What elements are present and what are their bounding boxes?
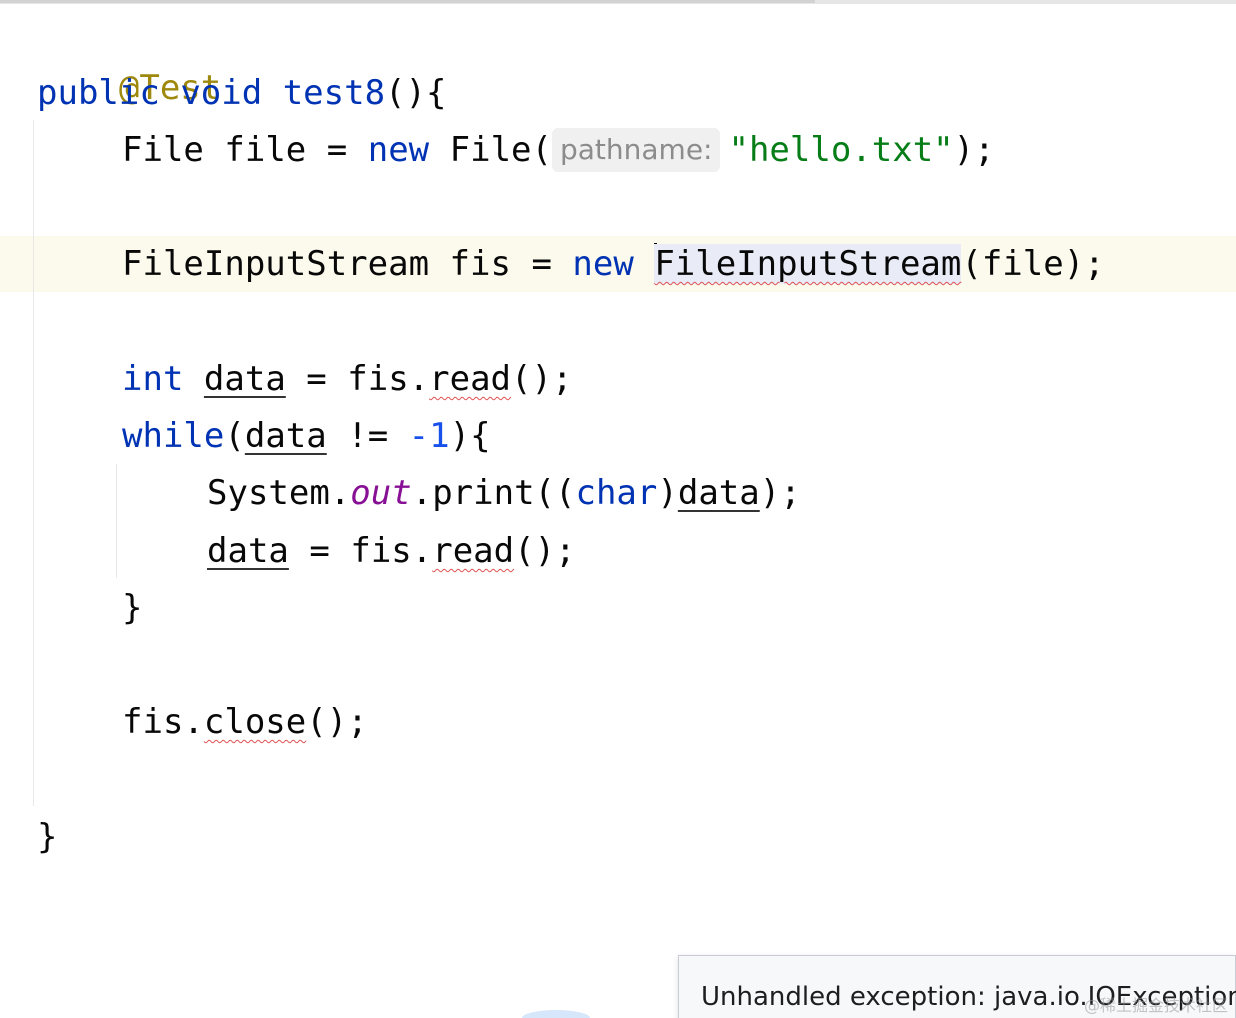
read-call-error[interactable]: read [432,531,515,571]
annotation-token: @Test [118,68,222,108]
statement-end: ); [759,473,801,513]
indent-guide [116,464,117,578]
fileinputstream-constructor-error[interactable]: FileInputStream [654,244,962,284]
variable-data: data [677,473,760,513]
bottom-indicator [522,1010,590,1018]
static-field-out: out [350,473,412,513]
statement-end: ); [953,130,995,170]
close-call-error[interactable]: close [203,702,307,742]
code-line-int-data[interactable]: int data = fis.read(); [122,353,572,405]
code-line-annotation[interactable]: @Test [37,10,221,108]
method-name: test8 [282,73,386,113]
code-line-data-read[interactable]: data = fis.read(); [207,525,576,577]
paren-close: ) [657,473,678,513]
string-literal-path: "hello.txt" [728,130,954,170]
editor-top-border [0,0,1236,4]
current-line-highlight [0,236,1236,292]
code-line-close[interactable]: fis.close(); [122,696,368,748]
keyword-new: new [367,130,430,170]
editor-tab-strip-edge [0,0,815,3]
indent-guide [33,120,34,806]
call-end: (); [306,702,368,742]
assign-operator: = [531,244,552,284]
code-line-method-close[interactable]: } [37,811,57,863]
error-tooltip[interactable]: Unhandled exception: java.io.IOException [678,955,1236,1018]
code-line-while[interactable]: while(data != -1){ [122,410,491,462]
print-call: .print(( [411,473,576,513]
call-end: (); [514,531,576,571]
watermark-text: @稀土掘金技术社区 [1083,996,1228,1015]
close-brace: } [37,817,58,857]
keyword-char: char [575,473,658,513]
keyword-while: while [122,416,225,456]
parameter-hint: pathname: [551,128,721,172]
method-open: (){ [385,73,447,113]
number-literal: -1 [408,416,450,456]
error-message: Unhandled exception: java.io.IOException [701,982,1236,1012]
paren-open: ( [224,416,245,456]
variable-data: data [244,416,327,456]
fis-reference: fis. [122,702,204,742]
variable-data: data [207,531,289,571]
code-line-while-close[interactable]: } [122,582,142,634]
code-line-method-signature[interactable]: public void test8(){ [37,67,446,119]
system-class: System. [207,473,351,513]
type-fileinputstream: FileInputStream [122,244,430,284]
type-file: File [122,130,204,170]
fis-reference: fis. [350,531,433,571]
fis-reference: fis. [347,359,430,399]
assign-operator: = [326,130,348,170]
close-brace: } [122,588,143,628]
keyword-public: public [37,73,160,113]
keyword-int: int [122,359,184,399]
keyword-void: void [180,73,263,113]
file-constructor: File( [449,130,552,170]
while-close: ){ [449,416,491,456]
constructor-args: (file); [961,244,1105,284]
keyword-new: new [572,244,634,284]
assign-operator: = [309,531,330,571]
call-end: (); [511,359,573,399]
variable-fis: fis [449,244,511,284]
read-call-error[interactable]: read [429,359,512,399]
assign-operator: = [306,359,327,399]
variable-file: file [224,130,307,170]
code-line-print[interactable]: System.out.print((char)data); [207,467,801,519]
variable-data: data [203,359,286,399]
code-line-fis-decl[interactable]: FileInputStream fis = new FileInputStrea… [122,238,1105,290]
code-line-file-decl[interactable]: File file = new File(pathname:"hello.txt… [122,124,995,176]
neq-operator: != [347,416,389,456]
